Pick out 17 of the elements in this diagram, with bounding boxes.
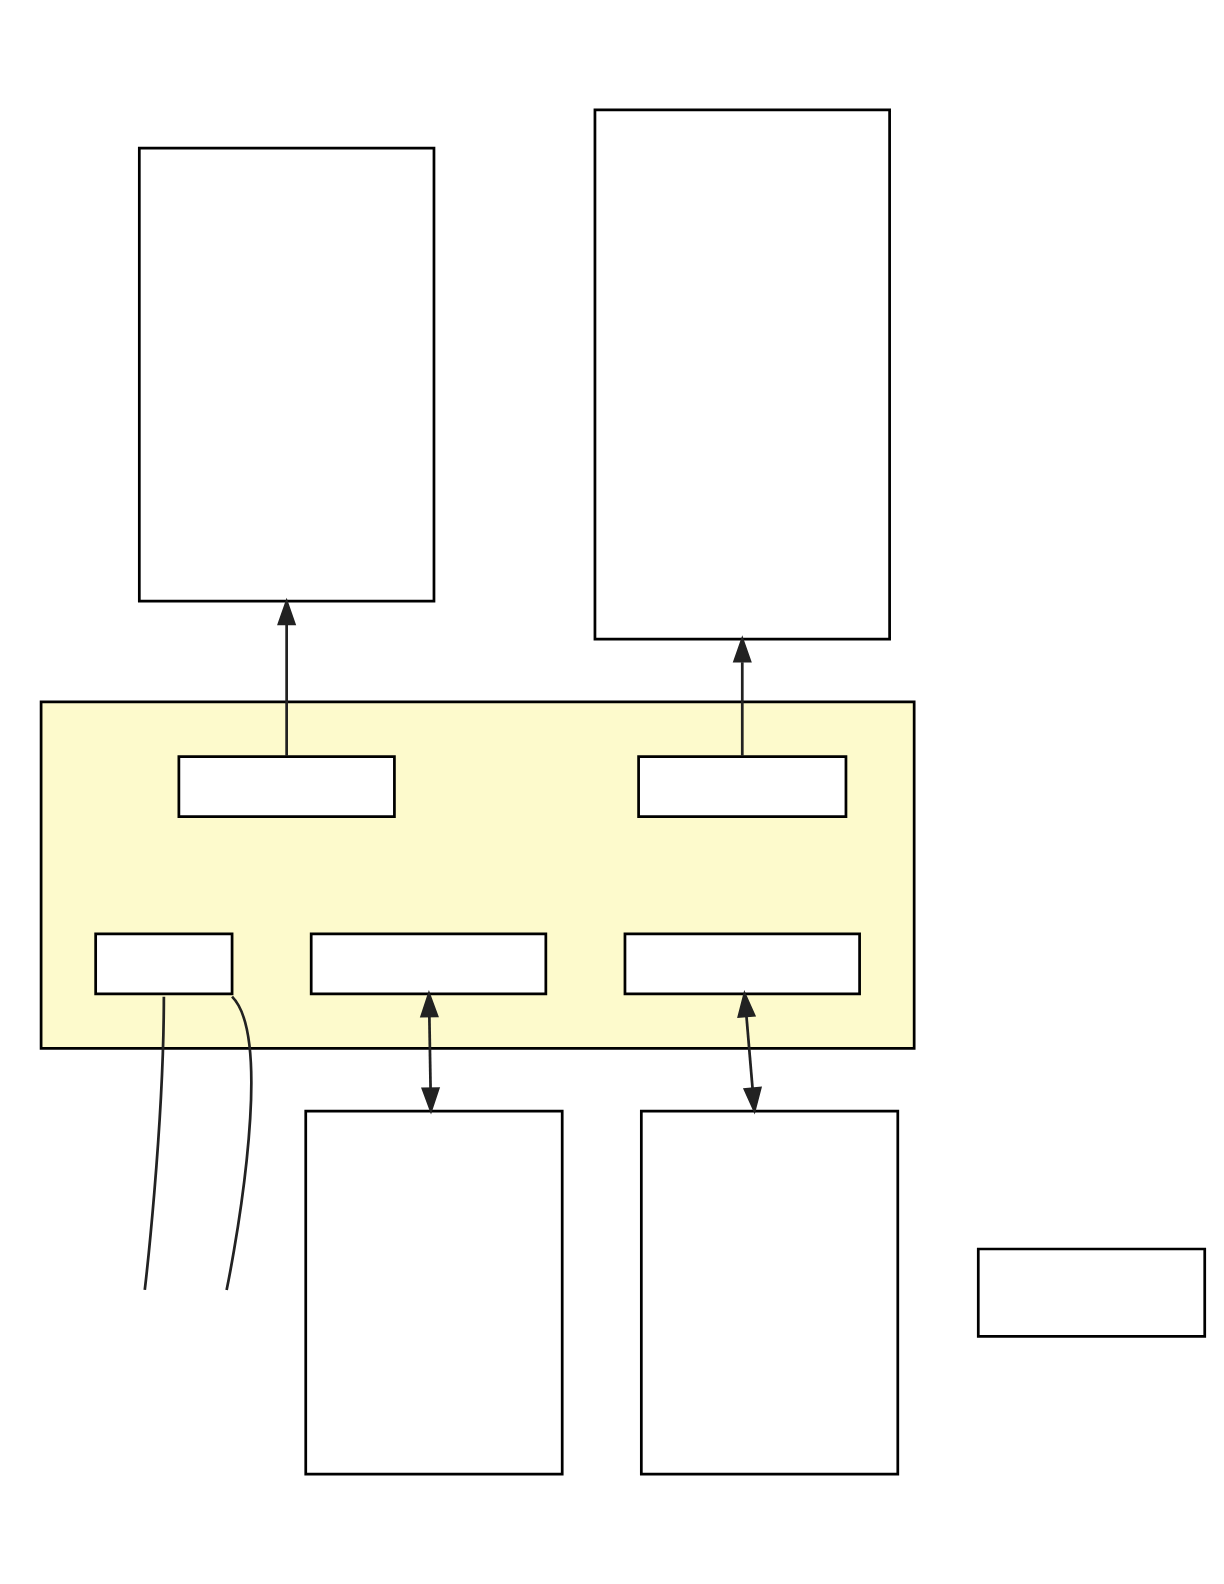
arrow xyxy=(732,635,752,756)
arrow xyxy=(419,990,441,1115)
node-box xyxy=(137,146,436,603)
node-box xyxy=(177,755,396,818)
node-box xyxy=(623,932,861,996)
connector xyxy=(143,996,166,1291)
node-box xyxy=(94,932,234,996)
connector xyxy=(225,995,253,1291)
node-box xyxy=(593,108,891,641)
node-box xyxy=(309,932,548,996)
node-box xyxy=(976,1247,1207,1338)
arrow xyxy=(737,990,762,1115)
node-box xyxy=(639,1109,900,1476)
cluster xyxy=(39,700,916,1050)
node-box xyxy=(637,755,848,818)
arrow xyxy=(277,597,297,756)
node-box xyxy=(304,1109,564,1476)
